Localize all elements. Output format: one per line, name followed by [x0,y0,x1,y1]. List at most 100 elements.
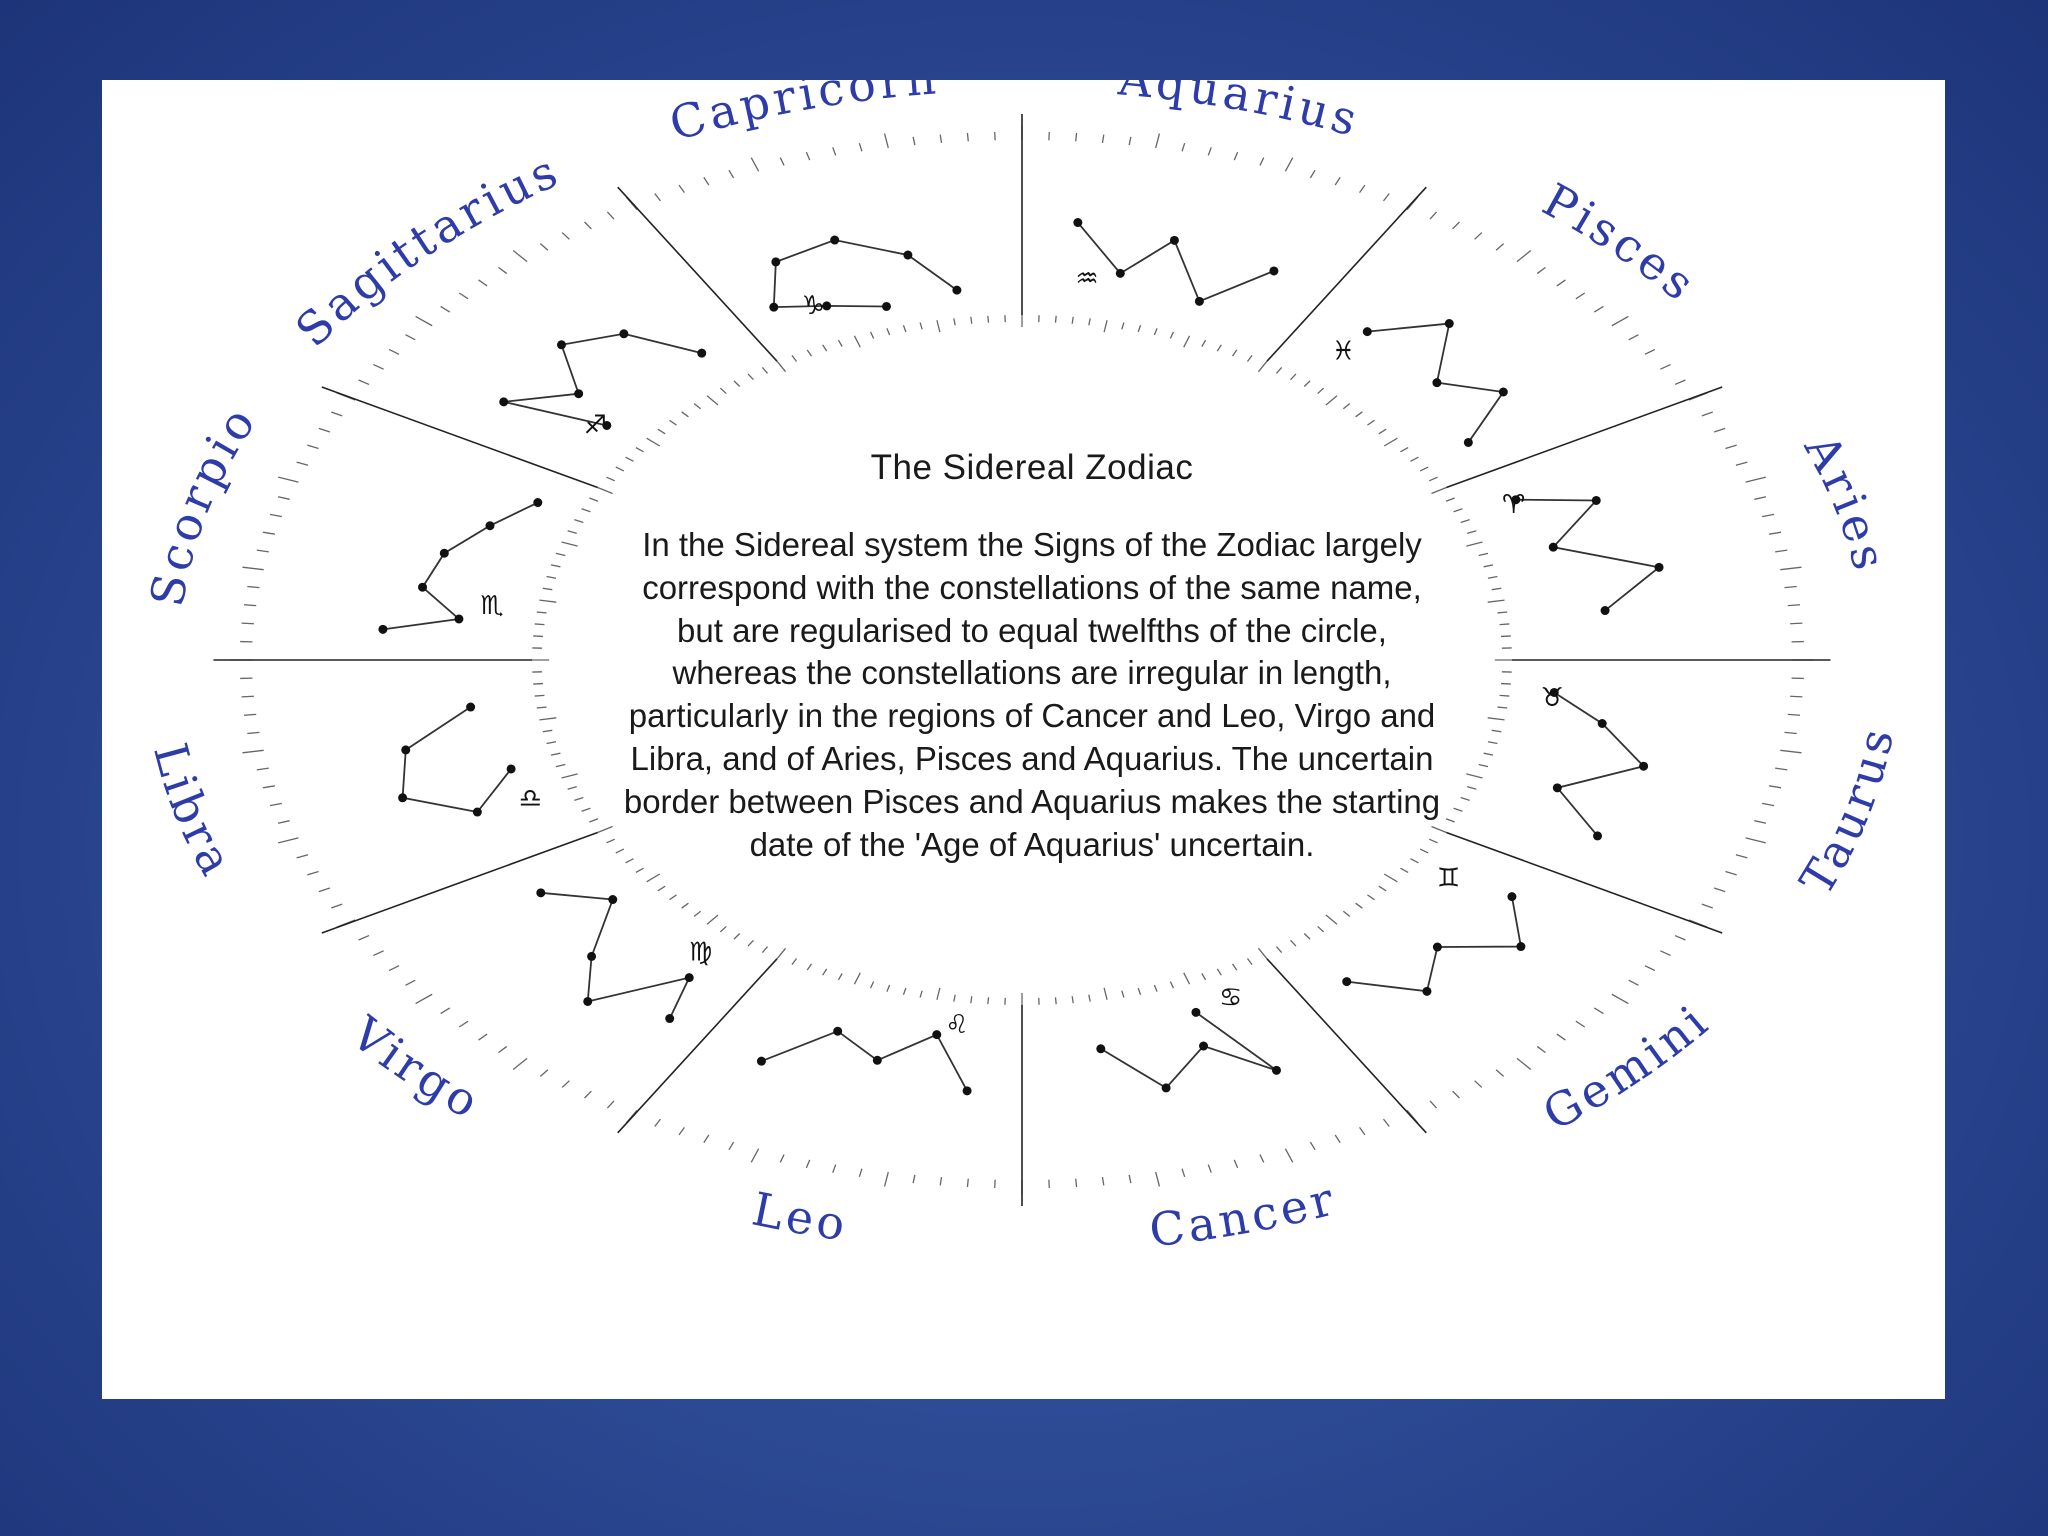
star [1362,327,1372,337]
tick-inner [1103,987,1108,1000]
tick-inner [1054,315,1057,323]
tick-outer [1790,695,1803,698]
star [587,951,597,961]
tick-inner [550,752,561,756]
tick-outer [912,1174,916,1184]
tick-inner [822,344,828,352]
constellation-taurus [1549,687,1649,841]
tick-inner [1317,387,1325,395]
sign-label-cancer: Cancer [1146,1171,1342,1257]
tick-outer [561,232,570,240]
tick-inner [681,411,689,418]
tick-inner [606,476,616,482]
tick-inner [1378,885,1387,892]
tick-outer [1181,1168,1186,1177]
tick-outer [561,1080,570,1088]
tick-outer [1713,427,1726,433]
tick-inner [1169,981,1175,989]
tick-inner [546,741,557,745]
star [506,764,516,774]
tick-outer [1101,134,1105,143]
tick-inner [970,996,973,1004]
tick-inner [693,403,702,410]
tick-outer [1769,785,1782,789]
tick-outer [1787,713,1801,716]
star [602,420,612,430]
tick-inner [706,395,719,406]
star [769,302,779,312]
tick-outer [318,427,331,433]
tick-outer [1660,363,1671,370]
tick-outer [1790,622,1803,625]
glyph-leo: ♌ [945,1010,968,1040]
tick-inner [806,963,813,971]
glyph-gemini: ♊ [1437,863,1460,893]
star [1591,495,1601,505]
constellation-line [401,706,512,814]
glyph-sagittarius: ♐ [584,411,607,441]
constellation-scorpio [378,498,543,634]
tick-inner [1257,360,1268,373]
tick-inner [555,763,566,768]
tick-outer [1628,334,1639,341]
tick-outer [703,1134,710,1144]
diagram-title: The Sidereal Zodiac [870,448,1194,487]
tick-inner [1153,328,1158,336]
sign-divider [1446,831,1723,934]
tick-outer [1075,132,1078,142]
tick-inner [1483,564,1494,568]
tick-outer [584,221,592,230]
tick-outer [1575,292,1586,300]
tick-outer [1359,184,1366,194]
tick-outer [1701,903,1713,909]
star [1169,235,1179,245]
tick-inner [719,387,727,395]
star [903,250,913,260]
tick-outer [678,184,685,194]
tick-inner [1497,611,1508,614]
sign-label-gemini: Gemini [1534,993,1720,1141]
tick-outer [440,305,451,313]
star [665,1014,675,1024]
tick-outer [1101,1177,1105,1186]
star [962,1086,972,1096]
tick-outer [1735,854,1748,859]
tick-outer [1713,887,1726,893]
tick-inner [1487,741,1498,745]
tick-inner [1467,530,1477,534]
star [1511,495,1521,505]
tick-inner [1169,331,1175,339]
tick-inner [1491,587,1502,591]
tick-inner [1466,541,1483,547]
tick-inner [1317,925,1325,933]
star [1194,296,1204,306]
star [833,1026,843,1036]
tick-outer [278,837,299,844]
star [881,301,891,311]
tick-outer [1775,549,1788,553]
tick-inner [1483,752,1494,756]
tick-inner [1201,973,1207,981]
tick-outer [241,695,254,698]
tick-outer [1660,950,1671,957]
tick-inner [1231,349,1238,357]
glyph-pisces: ♓ [1332,337,1355,367]
tick-outer [405,334,416,341]
star [1600,606,1610,616]
tick-inner [625,456,634,462]
tick-inner [589,818,599,823]
star [771,257,781,267]
tick-outer [458,292,469,300]
tick-inner [555,552,566,557]
tick-inner [615,848,625,854]
glyph-aquarius: ♒ [1075,264,1098,294]
tick-inner [806,349,813,357]
tick-inner [1453,807,1463,812]
glyph-libra: ♎ [519,784,542,814]
tick-inner [534,623,545,626]
tick-inner [693,910,702,917]
tick-inner [1400,867,1409,873]
star [952,285,962,295]
tick-outer [358,934,370,941]
tick-outer [966,1178,969,1188]
